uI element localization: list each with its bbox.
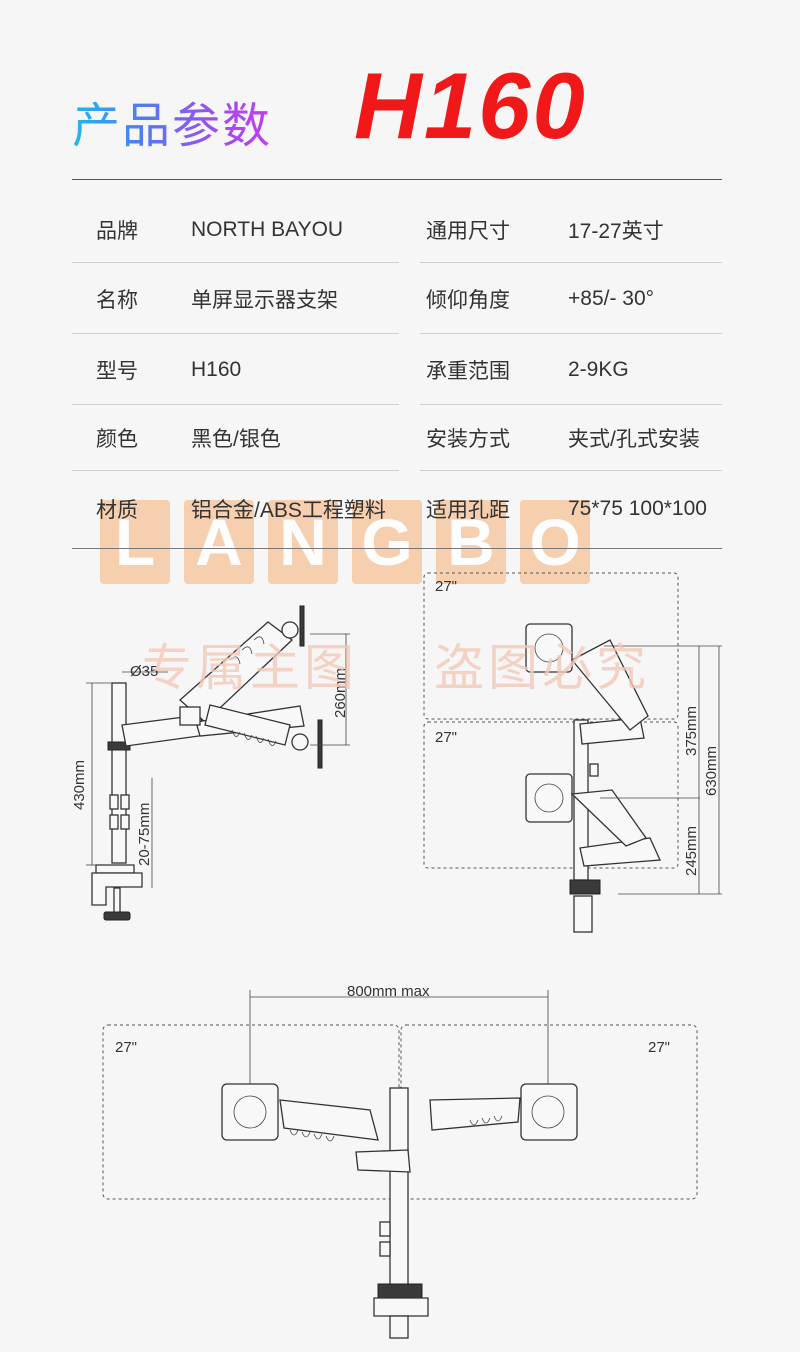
side-view-diagram xyxy=(86,605,350,921)
spec-value: H160 xyxy=(191,358,242,381)
tilt-span-label: 260mm xyxy=(332,668,349,718)
top-divider xyxy=(72,179,722,180)
dual-view-diagram xyxy=(102,990,698,1339)
row-divider xyxy=(420,262,722,263)
spec-key: 材质 xyxy=(96,499,138,522)
screen-size-label: 27" xyxy=(648,1039,670,1056)
row-divider xyxy=(420,470,722,471)
spec-value: NORTH BAYOU xyxy=(191,218,344,241)
screen-size-label: 27" xyxy=(435,578,457,595)
spec-row: 材质 铝合金/ABS工程塑料 适用孔距 75*75 100*100 xyxy=(72,474,722,544)
spec-key: 承重范围 xyxy=(426,360,510,383)
spec-key: 适用孔距 xyxy=(426,499,510,522)
clamp-range-label: 20-75mm xyxy=(136,803,153,866)
spec-row: 型号 H160 承重范围 2-9KG xyxy=(72,335,722,405)
row-divider xyxy=(72,262,399,263)
spec-value: +85/- 30° xyxy=(568,287,655,310)
spring-ribs xyxy=(229,636,277,746)
spec-row: 品牌 NORTH BAYOU 通用尺寸 17-27英寸 xyxy=(72,195,722,265)
row-divider xyxy=(72,404,399,405)
page-title: 产品参数 xyxy=(72,86,272,156)
spec-key: 型号 xyxy=(96,360,138,383)
spec-key: 通用尺寸 xyxy=(426,220,510,243)
spec-key: 倾仰角度 xyxy=(426,289,510,312)
spec-row: 颜色 黑色/银色 安装方式 夹式/孔式安装 xyxy=(72,404,722,472)
bottom-divider xyxy=(72,548,722,549)
screen-size-label: 27" xyxy=(435,729,457,746)
watermark-text: 盗图必究 xyxy=(434,639,650,697)
stacked-view-diagram xyxy=(423,572,722,933)
spec-value: 75*75 100*100 xyxy=(568,497,707,520)
pole-diameter-label: Ø35 xyxy=(130,663,158,680)
row-divider xyxy=(420,333,722,334)
spec-key: 品牌 xyxy=(96,220,138,243)
total-height-label: 630mm xyxy=(703,746,720,796)
lower-height-label: 245mm xyxy=(683,826,700,876)
spec-value: 夹式/孔式安装 xyxy=(568,428,700,451)
watermark-text: 专属主图 xyxy=(142,639,358,697)
screen-size-label: 27" xyxy=(115,1039,137,1056)
spec-value: 2-9KG xyxy=(568,358,629,381)
row-divider xyxy=(72,470,399,471)
spec-key: 安装方式 xyxy=(426,428,510,451)
upper-height-label: 375mm xyxy=(683,706,700,756)
row-divider xyxy=(420,404,722,405)
spec-key: 颜色 xyxy=(96,428,138,451)
span-label: 800mm max xyxy=(347,983,430,1000)
spec-value: 17-27英寸 xyxy=(568,220,664,243)
spec-value: 黑色/银色 xyxy=(191,428,281,451)
spec-row: 名称 单屏显示器支架 倾仰角度 +85/- 30° xyxy=(72,264,722,334)
model-title: H160 xyxy=(354,53,587,158)
row-divider xyxy=(72,333,399,334)
spec-value: 铝合金/ABS工程塑料 xyxy=(191,499,386,522)
spec-key: 名称 xyxy=(96,289,138,312)
pole-height-label: 430mm xyxy=(71,760,88,810)
spec-value: 单屏显示器支架 xyxy=(191,289,338,312)
